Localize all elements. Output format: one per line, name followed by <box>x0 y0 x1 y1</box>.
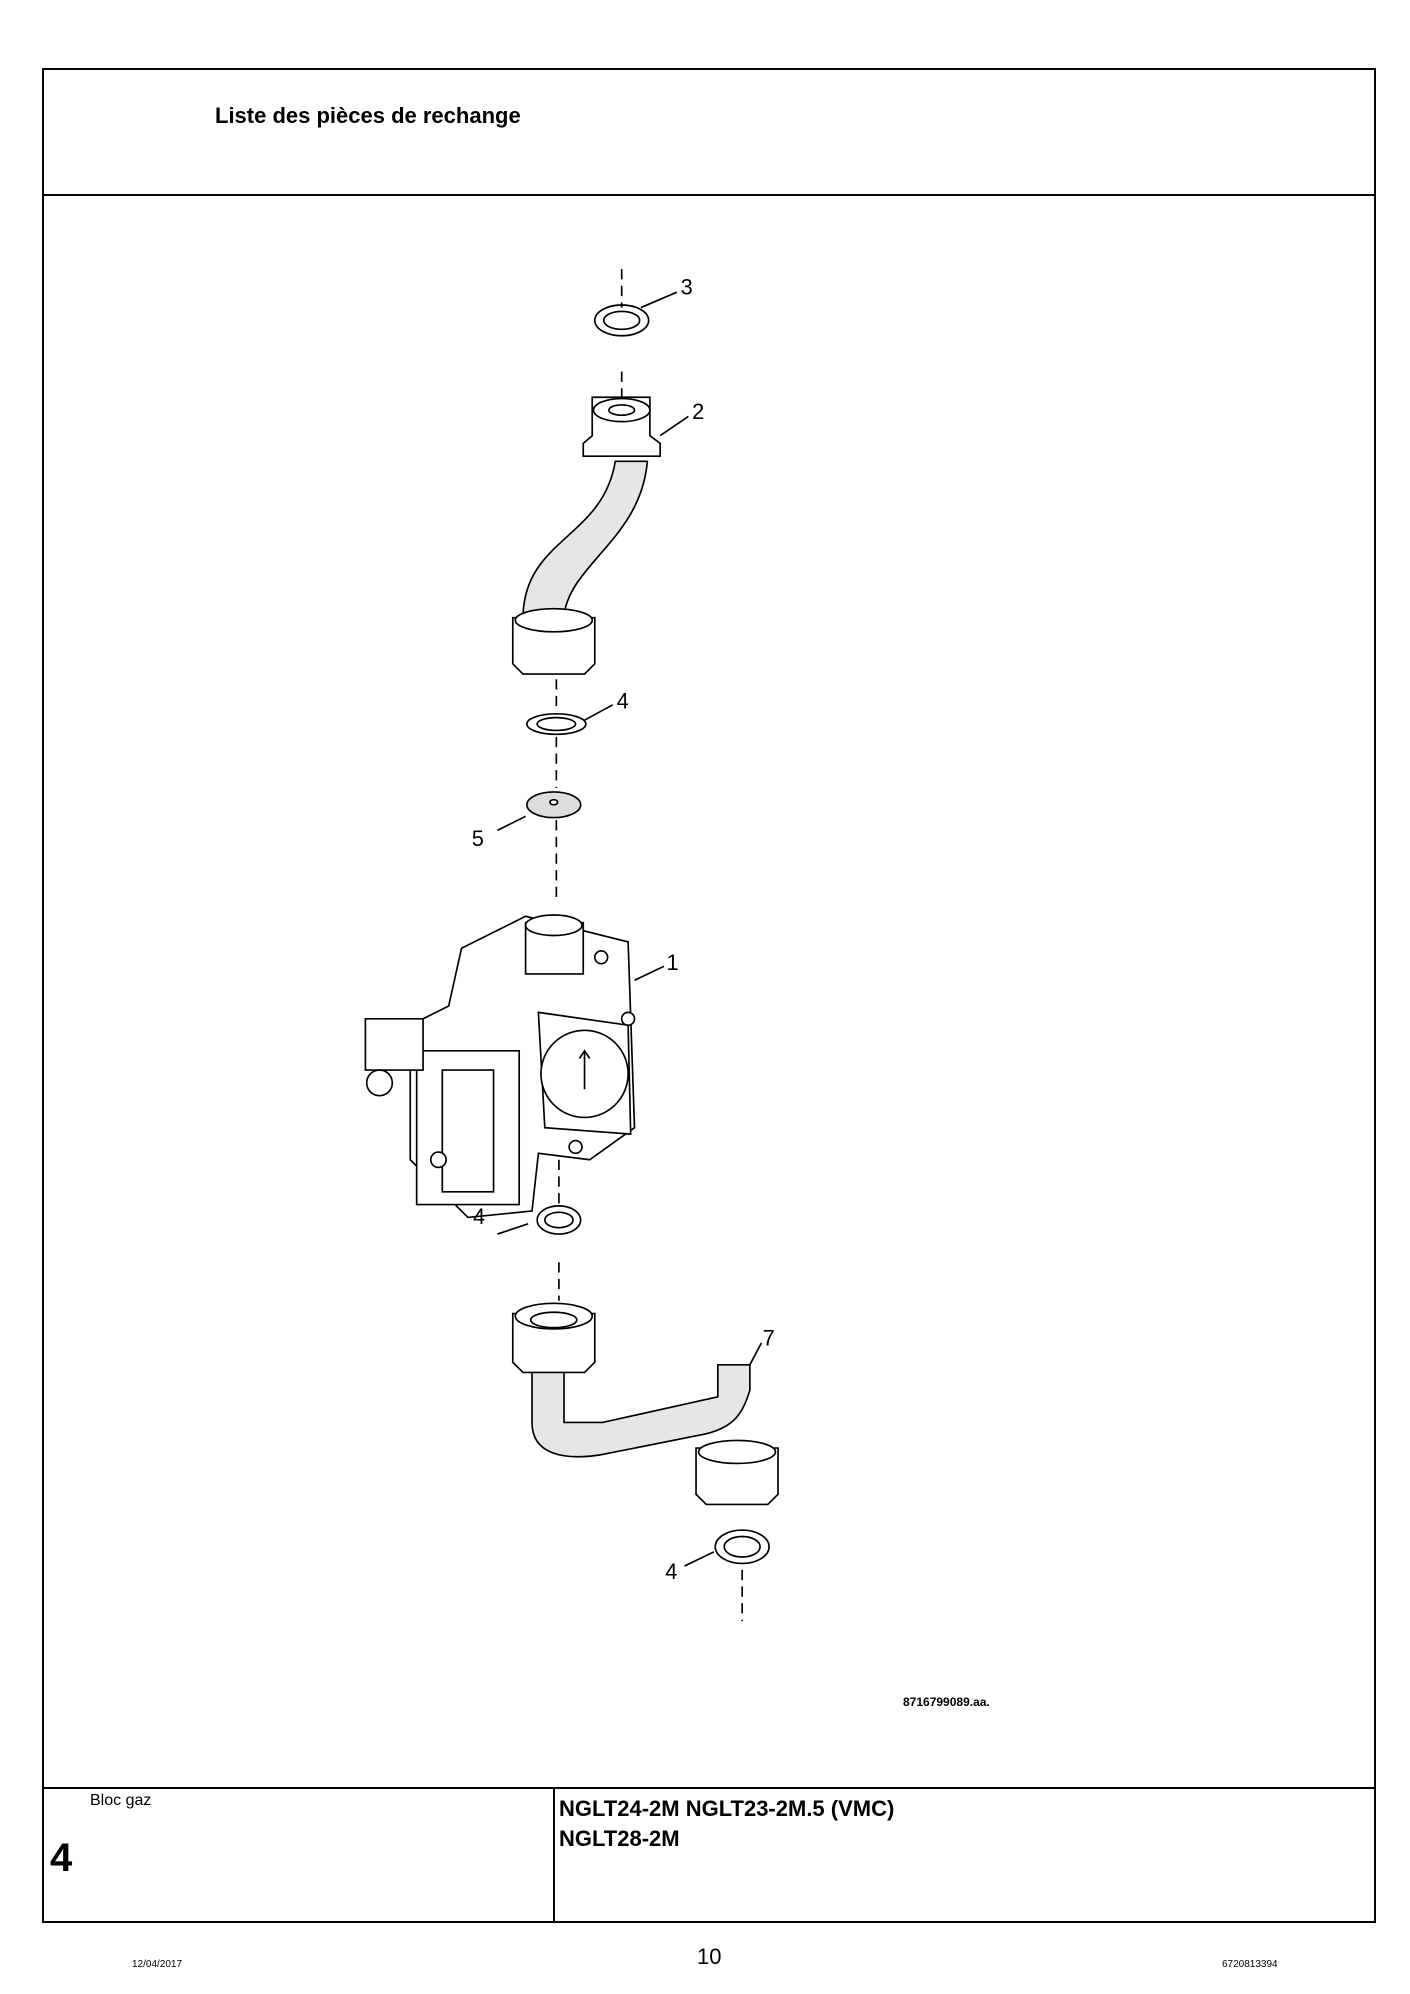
callout-5: 5 <box>472 826 484 851</box>
part-4-washer-mid <box>536 1205 582 1235</box>
callout-4: 4 <box>473 1204 485 1229</box>
header-divider <box>42 194 1376 196</box>
title-block-column-divider <box>553 1788 555 1923</box>
leader-lines <box>497 291 763 1567</box>
callout-4: 4 <box>617 689 629 714</box>
part-4-washer-top <box>526 712 587 736</box>
page-title: Liste des pièces de rechange <box>215 103 521 128</box>
page-frame <box>42 68 1376 1923</box>
drawing-number: 8716799089.aa. <box>903 1695 990 1709</box>
section-number: 4 <box>50 1836 73 1880</box>
title-block-divider <box>42 1787 1376 1789</box>
callout-3: 3 <box>681 275 693 300</box>
section-name: Bloc gaz <box>90 1792 152 1809</box>
page-number: 10 <box>697 1944 722 1969</box>
part-4-washer-bottom <box>714 1529 770 1565</box>
callout-7: 7 <box>763 1326 775 1351</box>
part-5-filter <box>526 791 582 819</box>
part-3-washer <box>593 304 650 337</box>
footer-date: 12/04/2017 <box>132 1959 183 1970</box>
models-line-1: NGLT24-2M NGLT23-2M.5 (VMC) <box>559 1796 895 1821</box>
part-7-pipe <box>511 1302 779 1506</box>
axis-line <box>555 269 743 1622</box>
part-1-gas-valve <box>364 914 636 1219</box>
document-number: 6720813394 <box>1222 1959 1278 1970</box>
models-line-2: NGLT28-2M <box>559 1826 680 1851</box>
part-2-pipe <box>511 396 661 675</box>
callout-2: 2 <box>692 399 704 424</box>
model-list: NGLT24-2M NGLT23-2M.5 (VMC) NGLT28-2M <box>559 1794 894 1854</box>
callout-4: 4 <box>665 1559 677 1584</box>
callout-1: 1 <box>667 950 679 975</box>
